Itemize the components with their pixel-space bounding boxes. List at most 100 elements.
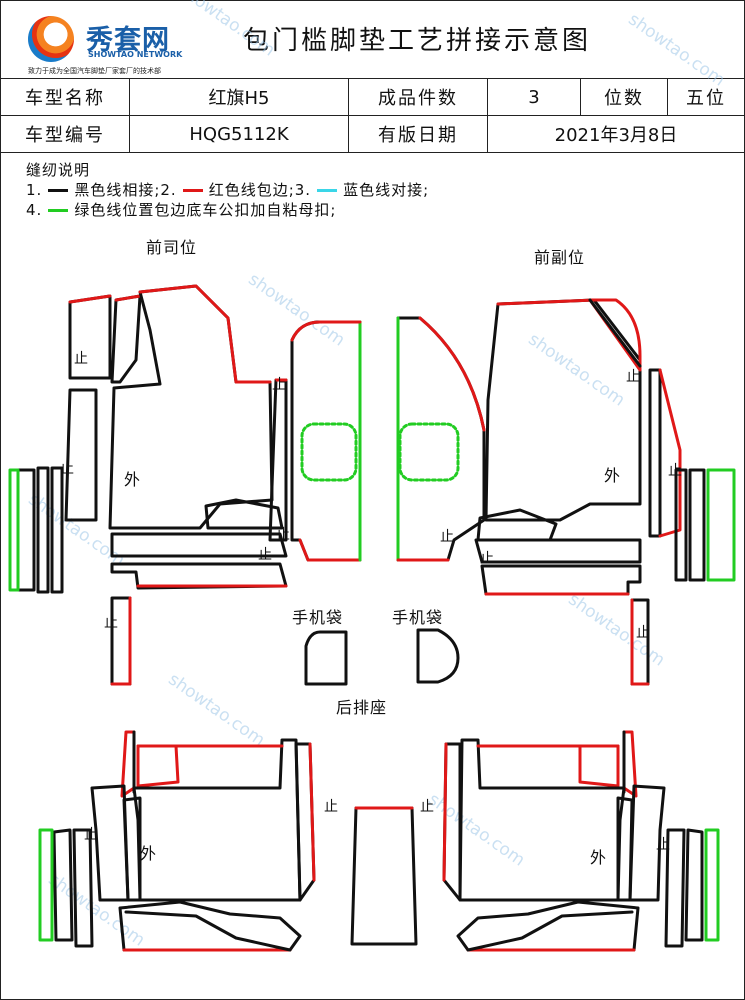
stop-mark: 止 [84, 827, 98, 843]
phone-bag-label-left: 手机袋 [292, 608, 344, 627]
rear-right-sill [684, 828, 704, 942]
rear-left-side-panel [90, 784, 130, 902]
stop-mark: 止 [258, 547, 272, 563]
rear-right-sill-inner [664, 828, 686, 948]
driver-threshold-red-top [290, 320, 362, 342]
rear-left-sill-inner [72, 828, 94, 948]
driver-door-sill [16, 468, 36, 592]
page-title: 包门槛脚垫工艺拼接示意图 [243, 26, 592, 56]
rear-left-inner-panel [122, 796, 142, 902]
passenger-lower-edge [630, 598, 650, 686]
driver-step-strip2 [110, 562, 288, 590]
seats-value: 五位 [667, 78, 745, 116]
passenger-side-strip [648, 368, 662, 538]
driver-door-sill-inner2 [50, 466, 64, 594]
passenger-step-strip [474, 538, 642, 564]
passenger-lower-strip [630, 598, 650, 686]
rear-left-shoulder [136, 744, 180, 788]
passenger-velcro-zone [398, 422, 460, 482]
rear-right-bottom [456, 900, 640, 952]
note-line-1: 1. 黑色线相接;2. 红色线包边;3. 蓝色线对接; [26, 180, 429, 200]
date-value: 2021年3月8日 [487, 115, 745, 153]
outer-label: 外 [124, 470, 142, 489]
rear-left-upper [132, 738, 302, 902]
driver-sill-strip [268, 378, 288, 542]
stop-mark: 止 [626, 369, 640, 385]
stop-mark: 止 [60, 461, 74, 477]
black-line-swatch [48, 188, 69, 192]
driver-threshold-edge [298, 538, 362, 562]
phone-bag-left [304, 630, 348, 686]
cyan-line-swatch [317, 188, 338, 192]
rear-right-inner-panel [616, 796, 634, 902]
logo-name: 秀套网 [86, 25, 170, 56]
driver-velcro-zone [300, 422, 358, 482]
rear-right-shoulder [578, 744, 620, 788]
rear-left-sill [52, 828, 74, 942]
rear-middle-tunnel [350, 806, 418, 946]
logo: 秀套网 SHOWTAO NETWORK 致力于成为全国汽车脚垫厂家套厂的技术部 [12, 8, 242, 75]
driver-lower-strip [110, 596, 132, 686]
driver-step-strip [110, 532, 288, 558]
phone-bag-label-right: 手机袋 [392, 608, 444, 627]
info-row: 车型编号 HQG5112K 有版日期 2021年3月8日 [0, 115, 745, 153]
logo-slogan: 致力于成为全国汽车脚垫厂家套厂的技术部 [28, 67, 161, 75]
passenger-top-piece [588, 298, 642, 372]
passenger-main-mat [484, 298, 642, 522]
stop-mark: 止 [636, 625, 650, 641]
driver-pillar-piece [110, 294, 142, 384]
note-cyan: 蓝色线对接; [343, 181, 430, 199]
passenger-footrest [476, 508, 558, 542]
info-table: 车型名称 红旗H5 成品件数 3 位数 五位 车型编号 HQG5112K 有版日… [0, 78, 745, 153]
rear-right-upper [458, 738, 626, 902]
rear-right-pillar-edge [442, 742, 448, 882]
stop-mark: 止 [480, 551, 494, 567]
passenger-threshold-edge [418, 316, 486, 432]
note-num: 4. [26, 201, 43, 219]
rear-left-pillar-edge [308, 742, 316, 882]
driver-main-mat [108, 284, 274, 530]
note-black: 黑色线相接;2. [74, 181, 177, 199]
driver-lower-edge [110, 596, 132, 686]
notes-title: 缝纫说明 [26, 161, 91, 179]
driver-side-panel-top [68, 294, 112, 304]
driver-label: 前司位 [146, 238, 198, 257]
driver-pillar-top [114, 294, 142, 302]
outer-label: 外 [140, 844, 158, 863]
red-line-swatch [182, 188, 203, 192]
passenger-threshold [396, 316, 486, 562]
rear-left-bottom-strip [124, 910, 292, 952]
stop-mark: 止 [668, 463, 682, 479]
passenger-door-sill-green [706, 468, 736, 582]
driver-door-sill-green [8, 468, 20, 592]
header: 秀套网 SHOWTAO NETWORK 致力于成为全国汽车脚垫厂家套厂的技术部 … [0, 0, 745, 78]
rear-right-bottom-strip [466, 910, 634, 952]
outer-label: 外 [604, 466, 622, 485]
driver-rear-strip [64, 388, 98, 522]
sewing-notes: 缝纫说明 1. 黑色线相接;2. 红色线包边;3. 蓝色线对接; 4. 绿色线位… [26, 160, 429, 220]
rear-left-sill-green [38, 828, 54, 942]
logo-english: SHOWTAO NETWORK [88, 50, 183, 59]
model-code-value: HQG5112K [129, 115, 349, 153]
note-green: 绿色线位置包边底车公扣加自粘母扣; [74, 201, 337, 219]
info-row: 车型名称 红旗H5 成品件数 3 位数 五位 [0, 78, 745, 116]
passenger-step-strip2 [480, 564, 642, 596]
stop-mark: 止 [104, 615, 118, 631]
logo-icon [28, 16, 74, 62]
pieces-value: 3 [487, 78, 581, 116]
stop-mark: 止 [656, 837, 670, 853]
outer-label: 外 [590, 848, 608, 867]
passenger-main-mat-edge [496, 298, 596, 306]
rear-label: 后排座 [336, 698, 388, 717]
note-line-2: 4. 绿色线位置包边底车公扣加自粘母扣; [26, 200, 429, 220]
pieces-label: 成品件数 [348, 78, 488, 116]
model-name-label: 车型名称 [0, 78, 130, 116]
rear-left-bottom [118, 900, 302, 952]
stop-mark: 止 [272, 377, 286, 393]
model-code-label: 车型编号 [0, 115, 130, 153]
passenger-door-sill [688, 468, 706, 582]
stop-mark: 止 [324, 799, 338, 815]
passenger-top-black [588, 298, 642, 368]
passenger-door-sill2 [674, 468, 688, 582]
